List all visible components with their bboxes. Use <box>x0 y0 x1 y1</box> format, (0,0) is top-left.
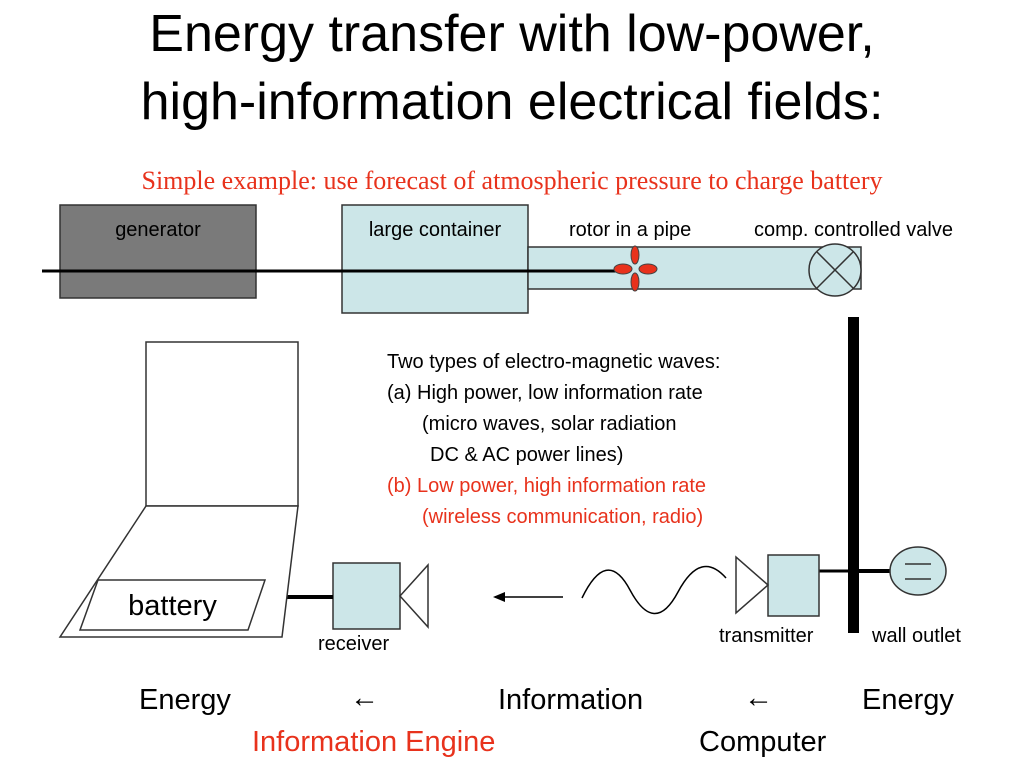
generator-label: generator <box>115 219 201 241</box>
information-engine-label: Information Engine <box>252 726 496 758</box>
power-line <box>848 317 859 633</box>
rotor-icon <box>613 245 658 292</box>
flow-energy-left: Energy <box>139 684 231 716</box>
flow-arrow-left: ← <box>350 682 379 714</box>
info-a-line-1: (a) High power, low information rate <box>387 382 703 404</box>
transmitter-icon <box>735 554 848 617</box>
receiver-icon <box>256 562 429 630</box>
computer-label: Computer <box>699 726 827 758</box>
title-line-2: high-information electrical fields: <box>140 73 884 131</box>
info-heading: Two types of electro-magnetic waves: <box>387 351 721 373</box>
wall-outlet-icon <box>859 546 947 596</box>
info-b-line-1: (b) Low power, high information rate <box>387 475 707 497</box>
info-a-line-2: (micro waves, solar radiation <box>422 413 677 435</box>
flow-information: Information <box>498 684 644 716</box>
generator-box <box>59 204 257 299</box>
info-b-line-2: (wireless communication, radio) <box>422 506 704 528</box>
laptop-icon <box>58 341 299 638</box>
receiver-label: receiver <box>318 633 390 655</box>
info-a-line-3: DC & AC power lines) <box>430 444 624 466</box>
wall-outlet-label: wall outlet <box>872 625 961 647</box>
flow-energy-right: Energy <box>862 684 954 716</box>
valve-label: comp. controlled valve <box>754 219 953 241</box>
rotor-label: rotor in a pipe <box>569 219 692 241</box>
transmitter-label: transmitter <box>719 625 814 647</box>
radio-wave <box>581 565 727 615</box>
large-container-label: large container <box>368 219 502 241</box>
title-line-1: Energy transfer with low-power, <box>149 5 875 63</box>
flow-arrow-right: ← <box>744 682 773 714</box>
subtitle: Simple example: use forecast of atmosphe… <box>141 166 883 195</box>
battery-label: battery <box>128 590 217 622</box>
large-container-box <box>341 204 529 314</box>
signal-arrow <box>493 592 563 602</box>
pipe <box>527 246 862 290</box>
valve-icon <box>808 243 862 297</box>
